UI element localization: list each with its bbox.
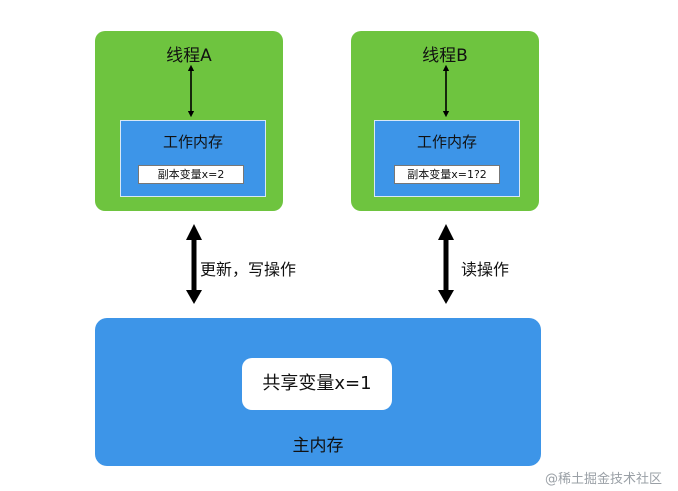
thread-b-work-memory: 工作内存 副本变量x=1?2 bbox=[374, 120, 520, 197]
thread-a-work-memory-title: 工作内存 bbox=[162, 133, 223, 151]
thread-a-work-memory: 工作内存 副本变量x=2 bbox=[120, 120, 266, 197]
thread-a-title: 线程A bbox=[166, 46, 212, 66]
main-memory-box: 共享变量x=1 主内存 bbox=[95, 318, 541, 466]
thread-a-copy-variable: 副本变量x=2 bbox=[138, 165, 244, 184]
shared-variable: 共享变量x=1 bbox=[242, 358, 392, 410]
thread-b-operation-label: 读操作 bbox=[461, 260, 510, 279]
thread-b-box: 线程B 工作内存 副本变量x=1?2 bbox=[351, 31, 539, 211]
watermark: @稀土掘金技术社区 bbox=[545, 472, 663, 487]
thread-b-copy-variable: 副本变量x=1?2 bbox=[394, 165, 500, 184]
thread-b-work-memory-title: 工作内存 bbox=[416, 133, 477, 151]
thread-a-operation-label: 更新，写操作 bbox=[200, 260, 297, 279]
thread-b-main-arrow bbox=[438, 224, 454, 304]
main-memory-title: 主内存 bbox=[292, 436, 344, 456]
thread-b-title: 线程B bbox=[422, 46, 468, 66]
thread-a-box: 线程A 工作内存 副本变量x=2 bbox=[95, 31, 283, 211]
thread-a-main-arrow bbox=[186, 224, 202, 304]
